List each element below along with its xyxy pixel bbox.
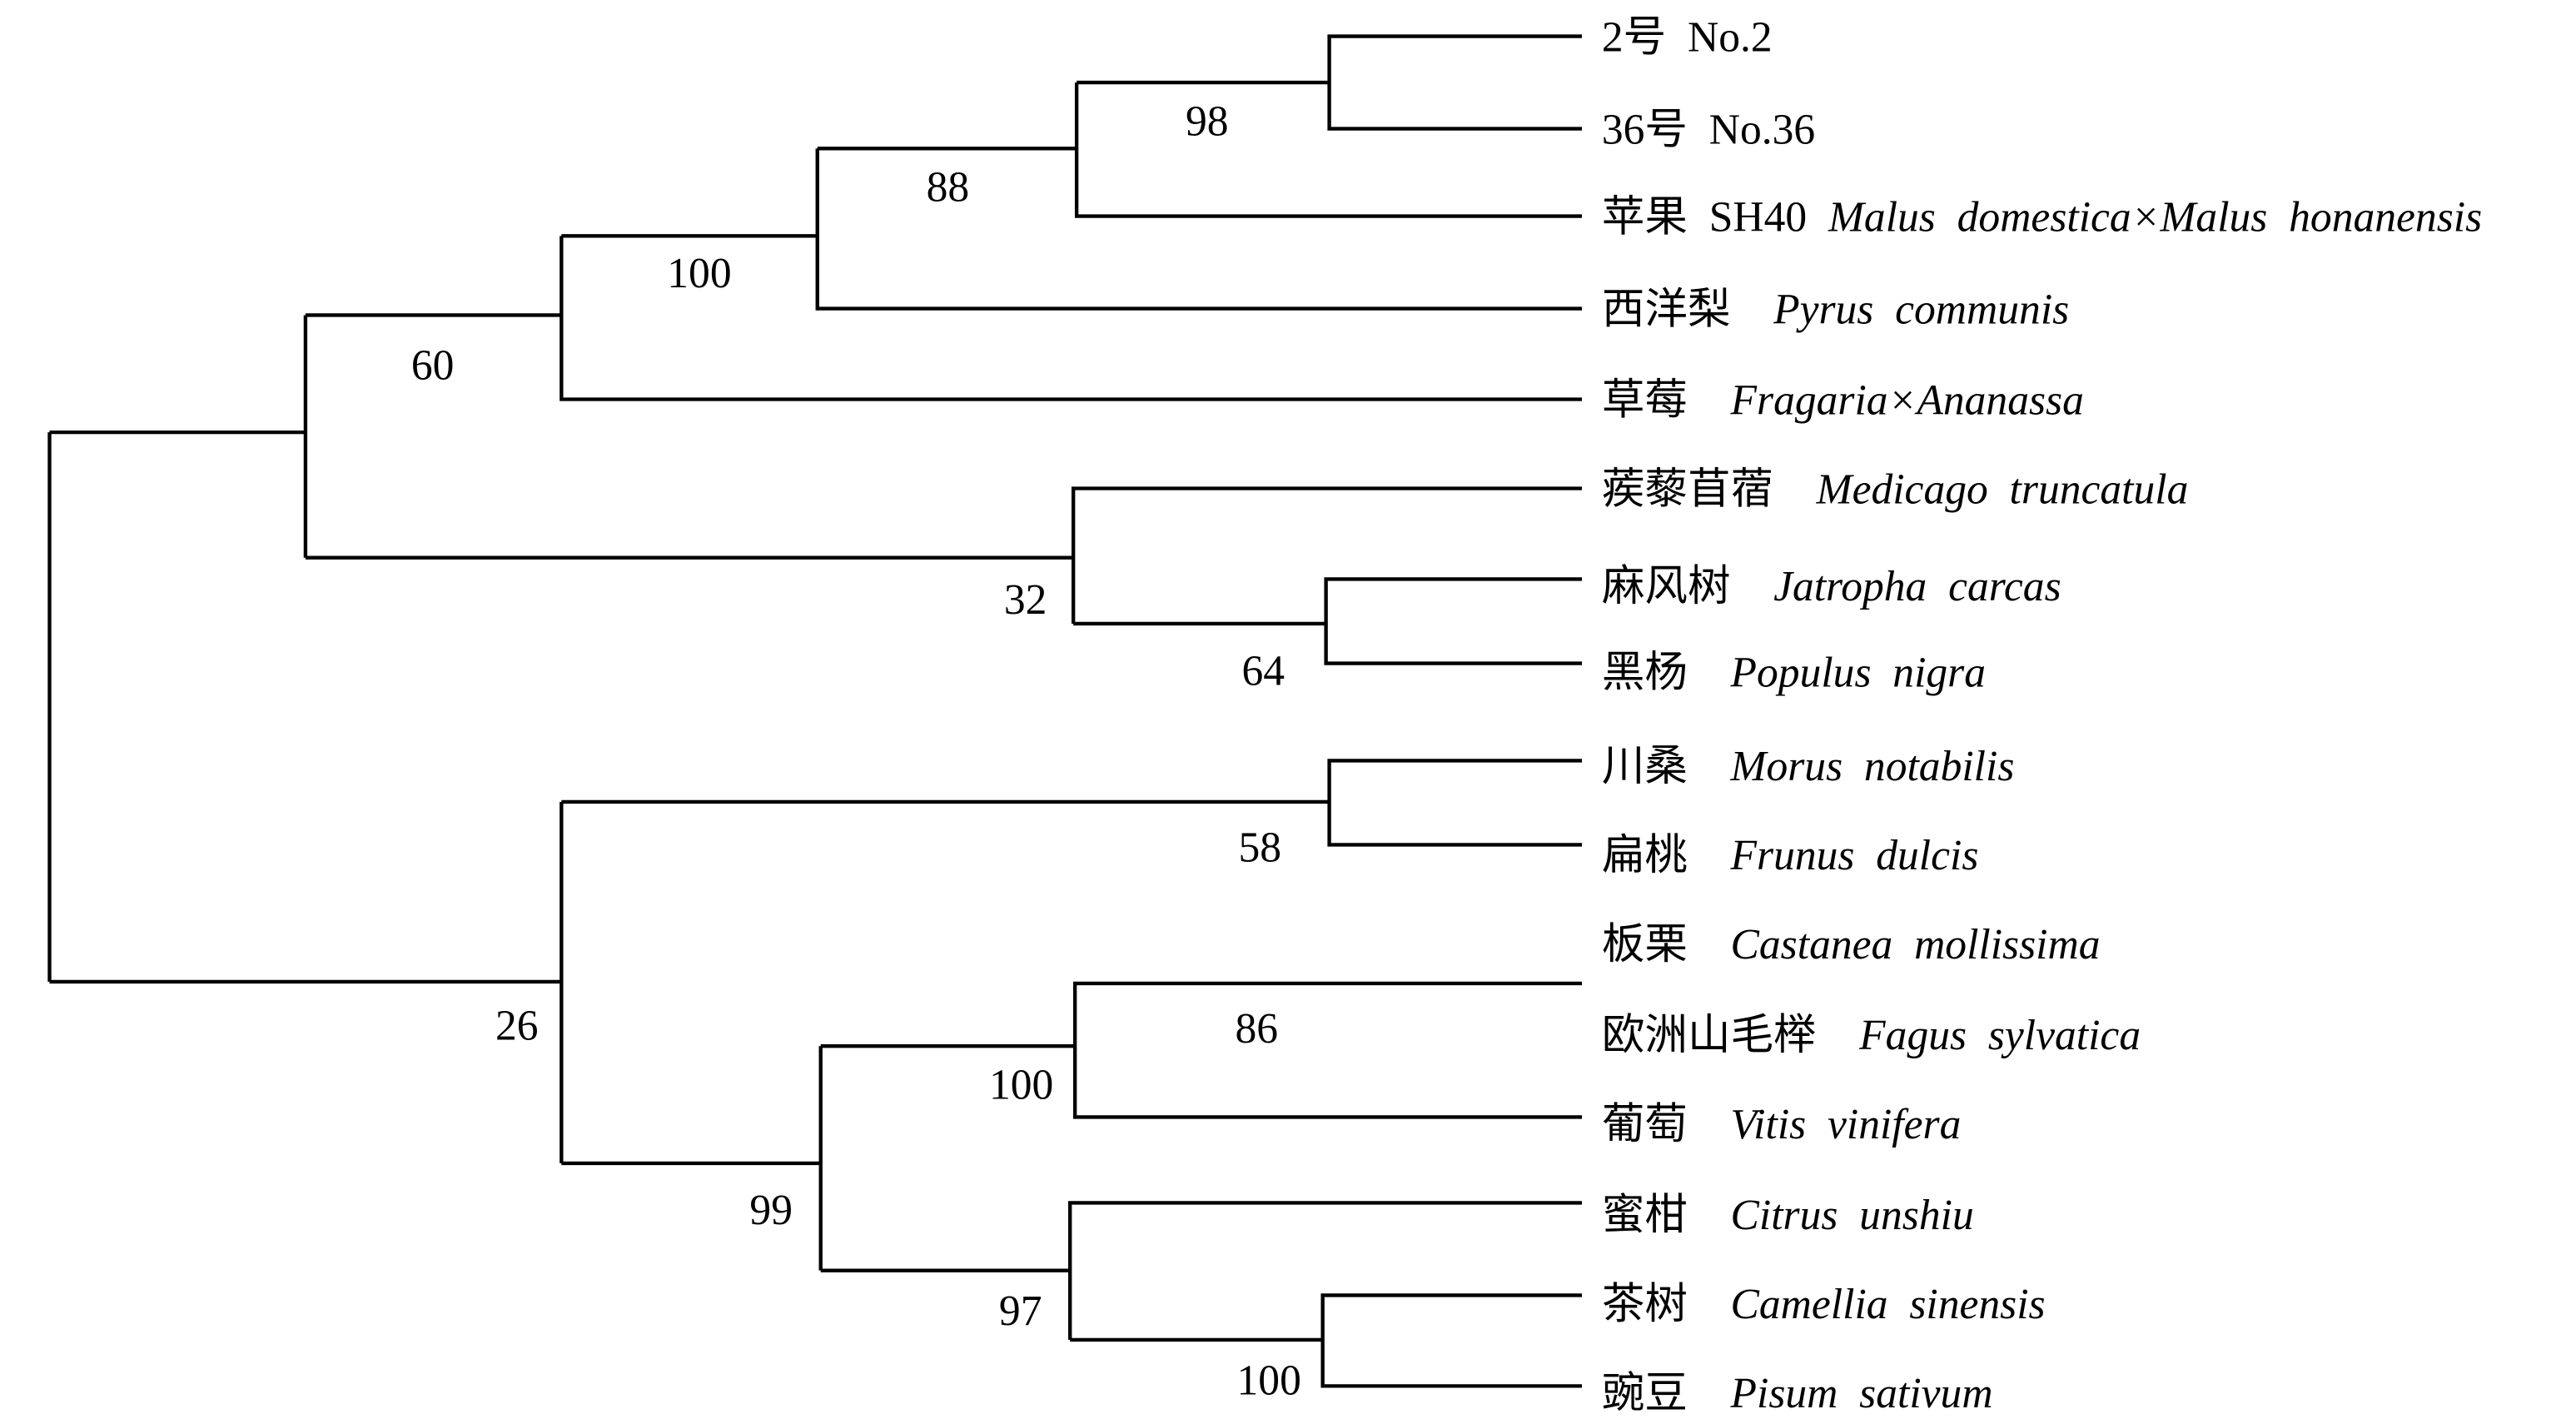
bootstrap-label: 60	[411, 342, 455, 390]
bootstrap-label: 100	[989, 1062, 1053, 1109]
taxon-latin-name: Fagus sylvatica	[1858, 1012, 2141, 1059]
taxon-latin-name: Medicago truncatula	[1816, 466, 2189, 513]
bootstrap-label: 32	[1004, 576, 1047, 624]
taxon-latin-name: Pisum sativum	[1730, 1370, 1993, 1417]
taxon-label: 麻风树 Jatropha carcas	[1602, 563, 2061, 610]
branch-camellia-pisum	[1070, 1293, 1583, 1388]
branch-lower-big	[561, 1046, 823, 1271]
taxon-label: 黑杨 Populus nigra	[1602, 649, 1986, 696]
bootstrap-label: 26	[495, 1002, 539, 1049]
taxon-chinese-name: 草莓	[1602, 376, 1688, 424]
taxon-label: 欧洲山毛榉 Fagus sylvatica	[1602, 1012, 2141, 1059]
taxon-label: 草莓 Fragaria×Ananassa	[1602, 376, 2084, 424]
bootstrap-label: 86	[1236, 1005, 1279, 1053]
taxon-labels: 2号 No.2 36号 No.36 苹果 SH40 Malus domestic…	[1602, 13, 2482, 1417]
taxon-chinese-name: 西洋梨	[1602, 286, 1731, 333]
taxon-label: 西洋梨 Pyrus communis	[1602, 286, 2069, 333]
branch-medicago	[305, 486, 1583, 624]
bootstrap-label: 100	[1237, 1357, 1301, 1404]
taxon-latin-name: Citrus unshiu	[1731, 1192, 1974, 1239]
branch-morus-prunus	[561, 759, 1583, 847]
taxon-latin-name: Camellia sinensis	[1731, 1281, 2046, 1328]
taxon-chinese-name: 蜜柑	[1602, 1192, 1688, 1239]
taxon-chinese-name: 黑杨	[1602, 649, 1688, 696]
taxon-latin-name: Castanea mollissima	[1731, 921, 2101, 968]
bootstrap-label: 58	[1239, 824, 1282, 871]
branch-no2-no36	[1077, 34, 1583, 131]
taxon-label: 茶树 Camellia sinensis	[1602, 1281, 2046, 1328]
bootstrap-label: 98	[1186, 97, 1229, 145]
taxon-latin-name: Fragaria×Ananassa	[1730, 376, 2084, 424]
branch-jatropha-populus	[1073, 577, 1583, 665]
bootstrap-label: 100	[667, 250, 731, 297]
taxon-code: SH40	[1709, 193, 1807, 241]
taxon-label: 苹果 SH40 Malus domestica×Malus honanensis	[1602, 193, 2482, 241]
branch-fagus-vitis	[820, 981, 1583, 1119]
taxon-label: 葡萄 Vitis vinifera	[1602, 1101, 1962, 1148]
taxon-code: No.2	[1688, 13, 1773, 61]
taxon-label: 蜜柑 Citrus unshiu	[1602, 1192, 1974, 1239]
taxon-chinese-name: 葡萄	[1602, 1101, 1688, 1148]
taxon-label: 川桑 Morus notabilis	[1602, 743, 2015, 790]
taxon-latin-name: Morus notabilis	[1730, 743, 2015, 790]
taxon-chinese-name: 板栗	[1602, 921, 1688, 968]
taxon-label: 2号 No.2	[1602, 13, 1794, 61]
taxon-latin-name: Jatropha carcas	[1773, 563, 2061, 610]
taxon-chinese-name: 2号	[1602, 13, 1666, 61]
taxon-chinese-name: 豌豆	[1602, 1370, 1688, 1417]
taxon-label: 蒺藜苜蓿 Medicago truncatula	[1602, 466, 2189, 513]
taxon-latin-name: Pyrus communis	[1773, 286, 2069, 333]
taxon-chinese-name: 欧洲山毛榉	[1602, 1012, 1817, 1059]
taxon-chinese-name: 麻风树	[1602, 563, 1731, 610]
taxon-chinese-name: 36号	[1602, 106, 1688, 153]
taxon-label: 扁桃 Frunus dulcis	[1602, 832, 1979, 879]
taxon-latin-name: Populus nigra	[1730, 649, 1987, 696]
branch-citrus	[820, 1201, 1583, 1340]
branch-lower-root	[49, 801, 564, 1163]
taxon-chinese-name: 茶树	[1602, 1281, 1688, 1328]
taxon-chinese-name: 蒺藜苜蓿	[1602, 466, 1773, 513]
branch-strawberry	[305, 236, 1583, 401]
tree-branches	[47, 34, 1583, 1388]
taxon-chinese-name: 苹果	[1602, 193, 1688, 241]
taxon-chinese-name: 川桑	[1602, 743, 1688, 790]
branch-apple	[817, 82, 1583, 218]
taxon-latin-name: Malus domestica×Malus honanensis	[1828, 193, 2482, 241]
taxon-label: 板栗 Castanea mollissima	[1602, 921, 2101, 968]
bootstrap-label: 88	[927, 164, 970, 212]
bootstrap-label: 64	[1241, 647, 1285, 695]
taxon-label: 豌豆 Pisum sativum	[1602, 1370, 1993, 1417]
taxon-label: 36号 No.36	[1602, 106, 1837, 153]
branch-upper-join	[49, 315, 308, 558]
taxon-latin-name: Vitis vinifera	[1731, 1101, 1962, 1148]
taxon-code: No.36	[1709, 106, 1815, 153]
branch-pear	[561, 148, 1583, 311]
bootstrap-label: 97	[999, 1287, 1042, 1335]
taxon-latin-name: Frunus dulcis	[1730, 832, 1979, 879]
taxon-chinese-name: 扁桃	[1602, 832, 1688, 879]
bootstrap-label: 99	[749, 1187, 793, 1234]
bootstrap-values: 98 88 100 60 64 32 58 86 100 100 97 99 2…	[411, 97, 1301, 1404]
